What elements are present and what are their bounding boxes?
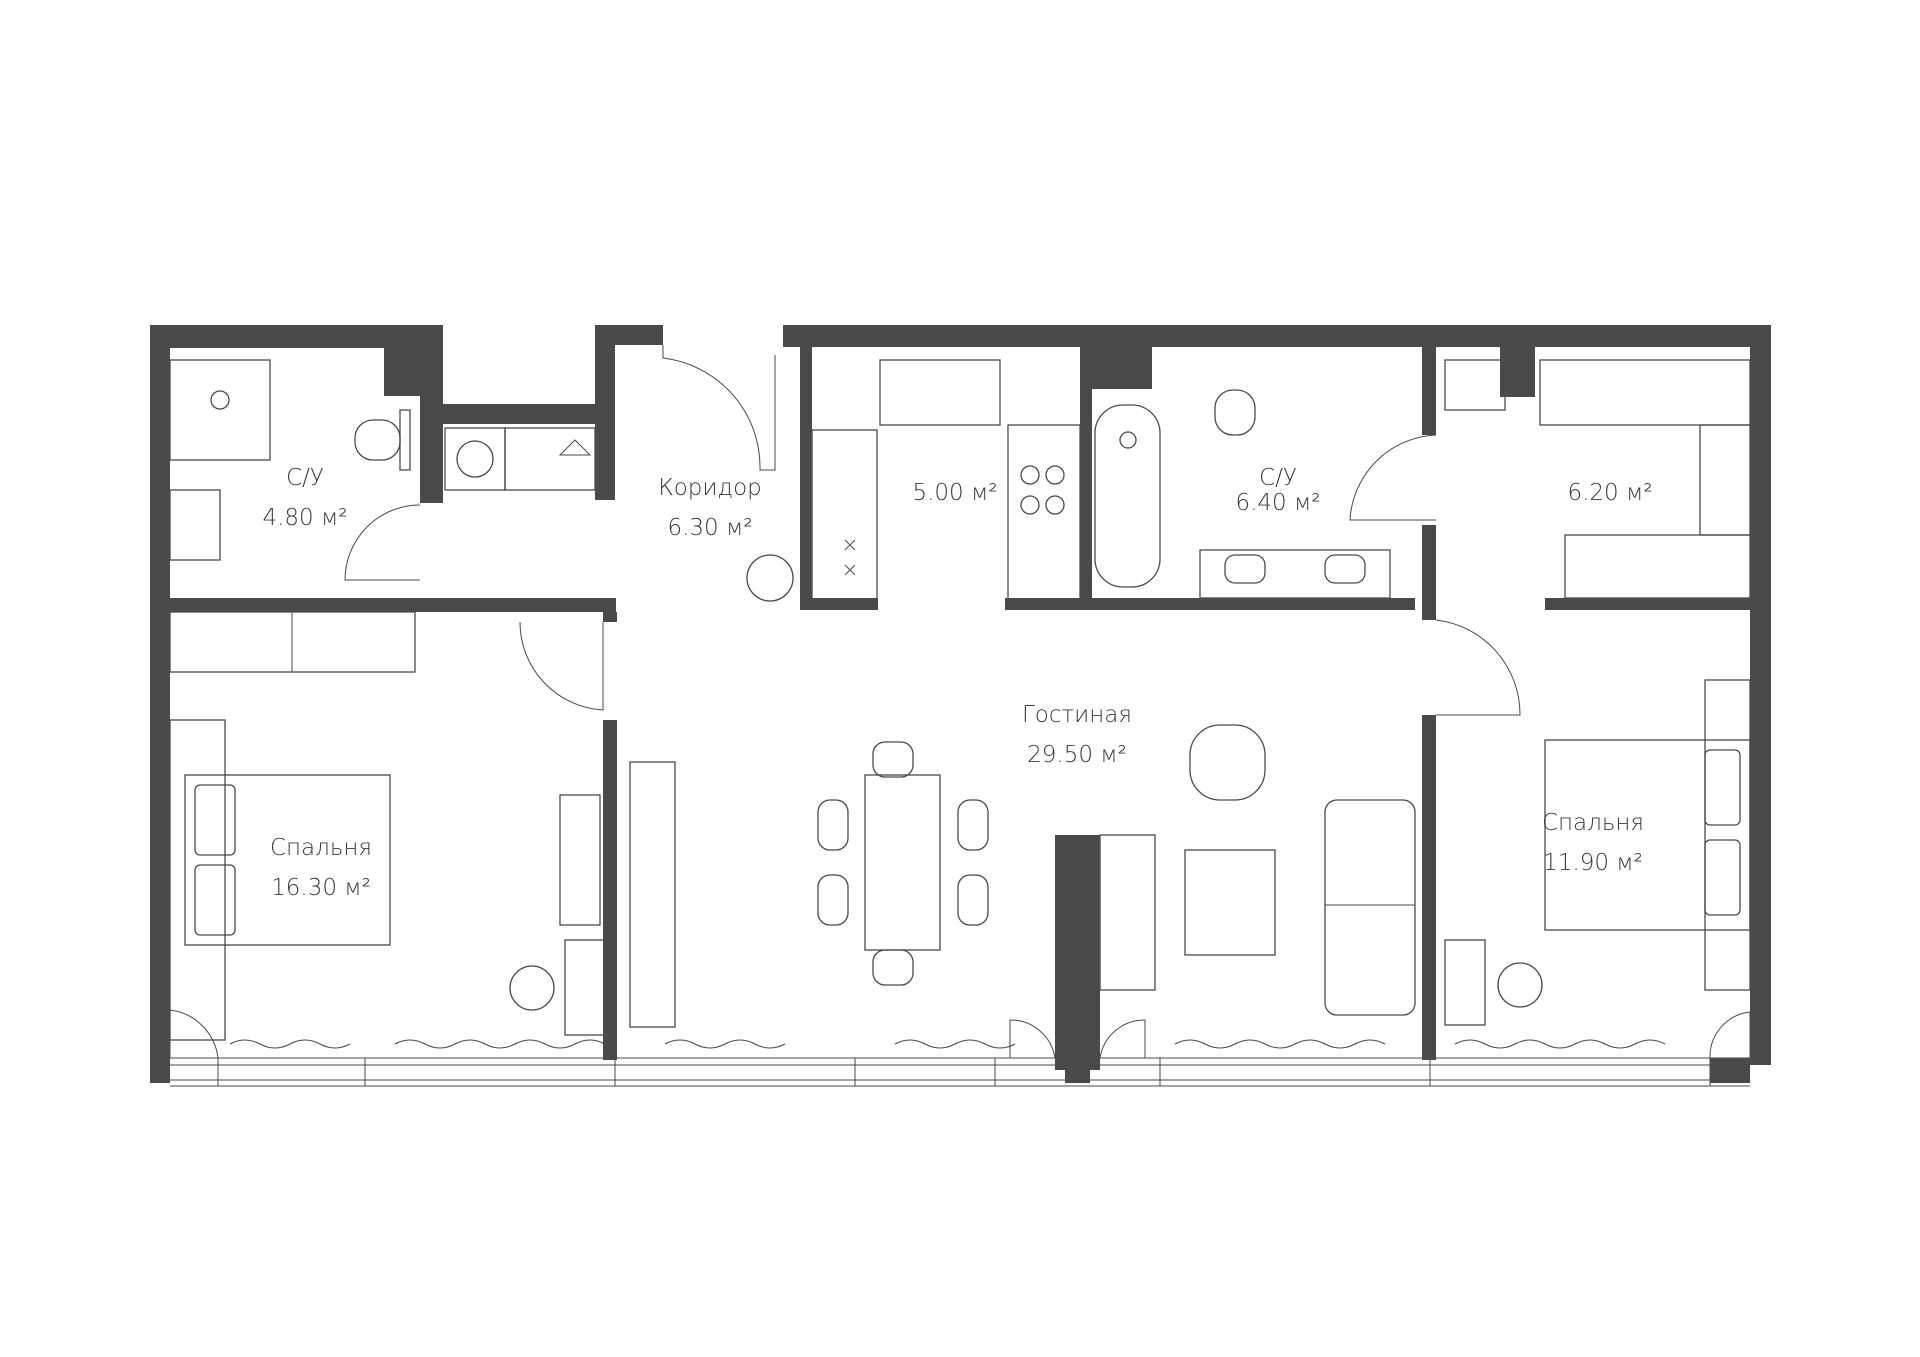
- room-area-bedroom-right: 11.90 м²: [1543, 850, 1643, 876]
- room-name-bath-left: С/У: [286, 465, 324, 491]
- room-area-bath-right: 6.40 м²: [1235, 490, 1320, 516]
- room-name-corridor: Коридор: [658, 475, 762, 501]
- living-fixtures: [629, 554, 1416, 1028]
- bedroom-right-fixtures: [1444, 679, 1751, 1026]
- room-area-wardrobe: 6.20 м²: [1567, 480, 1652, 506]
- bedroom-left-fixtures: [169, 611, 606, 1041]
- wardrobe-fixtures: [1444, 359, 1751, 599]
- windows: [169, 1009, 1751, 1087]
- room-labels: С/У 4.80 м² Коридор 6.30 м² 5.00 м² С/У …: [262, 465, 1652, 901]
- room-name-bedroom-left: Спальня: [270, 835, 372, 861]
- room-name-bath-right: С/У: [1259, 465, 1297, 491]
- room-name-bedroom-right: Спальня: [1542, 810, 1644, 836]
- laundry-niche: [444, 427, 596, 491]
- room-area-bath-left: 4.80 м²: [262, 505, 347, 531]
- room-area-corridor: 6.30 м²: [667, 515, 752, 541]
- walls: [150, 325, 1771, 1083]
- room-area-living: 29.50 м²: [1027, 742, 1127, 768]
- bath-left-fixtures: [169, 359, 411, 561]
- room-area-bedroom-left: 16.30 м²: [271, 875, 371, 901]
- bath-right-fixtures: [1094, 389, 1391, 599]
- room-area-kitchen: 5.00 м²: [912, 480, 997, 506]
- doors: [344, 345, 1521, 716]
- kitchen-fixtures: [811, 359, 1081, 601]
- room-name-living: Гостиная: [1022, 702, 1132, 728]
